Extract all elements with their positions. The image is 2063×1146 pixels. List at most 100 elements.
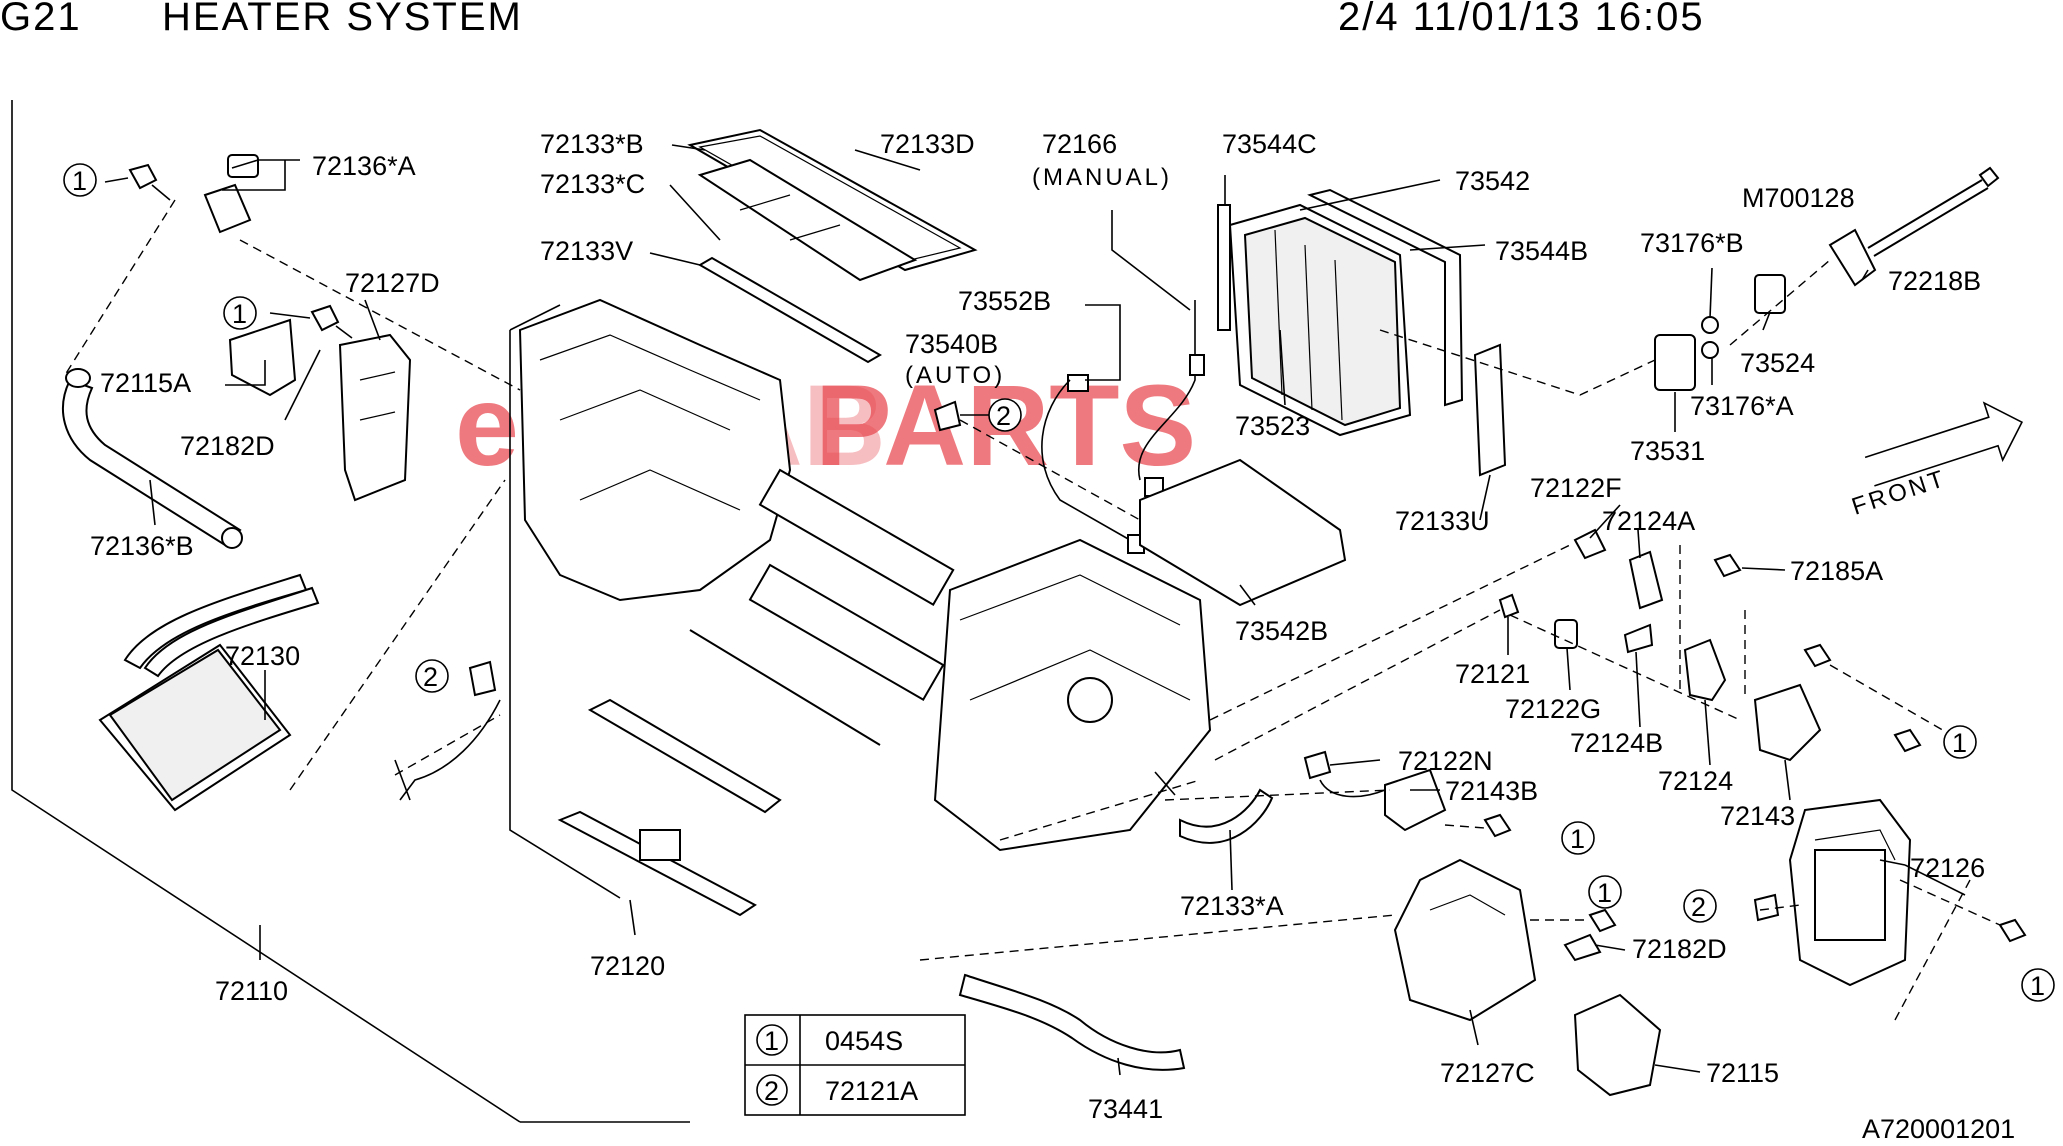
legend-row-2: 2 72121A [756, 1074, 918, 1106]
part-72182-d-bottom [1563, 933, 1602, 962]
actuator-72143-b [1384, 768, 1447, 832]
legend-part-1: 0454S [825, 1026, 903, 1056]
callout-1-left-mid: 1 [223, 296, 257, 330]
label-73176-a: 73176*A [1690, 391, 1794, 421]
svg-text:1: 1 [1570, 824, 1585, 854]
evaporator-73523 [1228, 203, 1412, 437]
link-72120-a [587, 698, 782, 814]
label-72115: 72115 [1706, 1058, 1779, 1088]
assembly-frame-72110 [11, 100, 690, 1123]
header-page-info: 2/4 11/01/13 16:05 [1338, 0, 1705, 39]
callout-2-left-low: 2 [415, 659, 449, 693]
bolt-72185-a [1713, 553, 1742, 578]
label-72133-v: 72133V [540, 236, 633, 266]
label-72182-d-top: 72182D [180, 431, 275, 461]
part-72124 [1683, 638, 1727, 702]
label-72115-a: 72115A [100, 368, 191, 398]
motor-72115 [1573, 993, 1662, 1097]
label-auto: (AUTO) [905, 362, 1005, 389]
part-72122-g [1554, 619, 1578, 649]
label-73176-b: 73176*B [1640, 228, 1744, 258]
label-front: FRONT [1849, 465, 1950, 521]
bolt-left-top [128, 163, 171, 201]
connector-72136-a [203, 154, 259, 234]
legend-key-1: 1 [764, 1026, 779, 1056]
seal-73544-b [1307, 188, 1464, 407]
callout-1-right-mid: 1 [1943, 725, 1977, 759]
label-72120: 72120 [590, 951, 665, 981]
label-m700128: M700128 [1742, 183, 1855, 213]
bracket-72115a [228, 318, 297, 397]
label-72133-c: 72133*C [540, 169, 645, 199]
duct-72126 [1788, 798, 1912, 987]
bracket-72127d [338, 333, 412, 502]
block-72218-b [1828, 228, 1877, 287]
bracket-72127-c [1393, 858, 1537, 1022]
label-72124-a: 72124A [1602, 506, 1695, 536]
o-rings-73176 [1701, 316, 1719, 359]
seal-72133-u [1473, 343, 1507, 477]
label-73523: 73523 [1235, 411, 1310, 441]
label-72110: 72110 [215, 976, 288, 1006]
label-72136-b: 72136*B [90, 531, 194, 561]
part-72124-a [1628, 550, 1664, 610]
label-72130: 72130 [225, 641, 300, 671]
hose-72136-b [61, 368, 243, 549]
label-73542: 73542 [1455, 166, 1530, 196]
cable-left [394, 699, 501, 801]
label-73540-b: 73540B [905, 329, 998, 359]
header-code: G21 [0, 0, 82, 39]
callout-1-lower-mid-2: 1 [1588, 875, 1622, 909]
sensor-72166 [1137, 300, 1205, 497]
assembly-lines [64, 199, 2001, 1021]
callout-2-lower-right: 2 [1683, 889, 1717, 923]
part-labels: 72136*A 72127D 72115A 72182D 72136*B 721… [90, 129, 2015, 1144]
label-72133-u: 72133U [1395, 506, 1490, 536]
hose-72133-a [1179, 788, 1274, 844]
svg-text:1: 1 [1597, 878, 1612, 908]
svg-text:1: 1 [232, 299, 247, 329]
label-72122-g: 72122G [1505, 694, 1601, 724]
actuator-72143 [1753, 683, 1822, 762]
clip-lower-right [1753, 893, 1780, 922]
label-73524: 73524 [1740, 348, 1815, 378]
label-73531: 73531 [1630, 436, 1705, 466]
bolt-left-mid [310, 304, 353, 339]
valve-73531 [1654, 334, 1696, 391]
heater-core-72130 [98, 573, 320, 812]
callout-1-far-right: 1 [2021, 968, 2055, 1002]
label-72133-b: 72133*B [540, 129, 644, 159]
label-diagram-id: A720001201 [1862, 1114, 2015, 1141]
hose-73441 [958, 973, 1186, 1071]
label-72218-b: 72218B [1888, 266, 1981, 296]
clip-center [933, 400, 962, 432]
header-title: HEATER SYSTEM [162, 0, 523, 39]
clip-72121a [468, 660, 497, 697]
callout-2-center: 2 [988, 398, 1022, 432]
part-72122-f [1573, 528, 1607, 560]
svg-text:1: 1 [2030, 971, 2045, 1001]
svg-text:2: 2 [423, 662, 438, 692]
label-72127-d: 72127D [345, 268, 440, 298]
link-72120-b [557, 810, 757, 917]
part-72121 [1498, 593, 1520, 619]
bolt-lower-mid [1483, 813, 1617, 933]
legend-row-1: 1 0454S [756, 1024, 903, 1056]
label-72143-b: 72143B [1445, 776, 1538, 806]
label-72124: 72124 [1658, 766, 1733, 796]
seal-73542-b [1139, 458, 1347, 607]
label-72136-a: 72136*A [312, 151, 416, 181]
label-72122-f: 72122F [1530, 473, 1622, 503]
label-72126: 72126 [1910, 853, 1985, 883]
bolt-lower-right [1998, 918, 2027, 943]
label-72133-a: 72133*A [1180, 891, 1284, 921]
part-72122-n [1303, 750, 1386, 798]
label-72133-d: 72133D [880, 129, 975, 159]
seal-72133-v [698, 256, 882, 364]
label-73544-b: 73544B [1495, 236, 1588, 266]
svg-text:1: 1 [72, 166, 87, 196]
callout-1-lower-mid: 1 [1561, 821, 1595, 855]
label-manual: (MANUAL) [1032, 164, 1172, 191]
